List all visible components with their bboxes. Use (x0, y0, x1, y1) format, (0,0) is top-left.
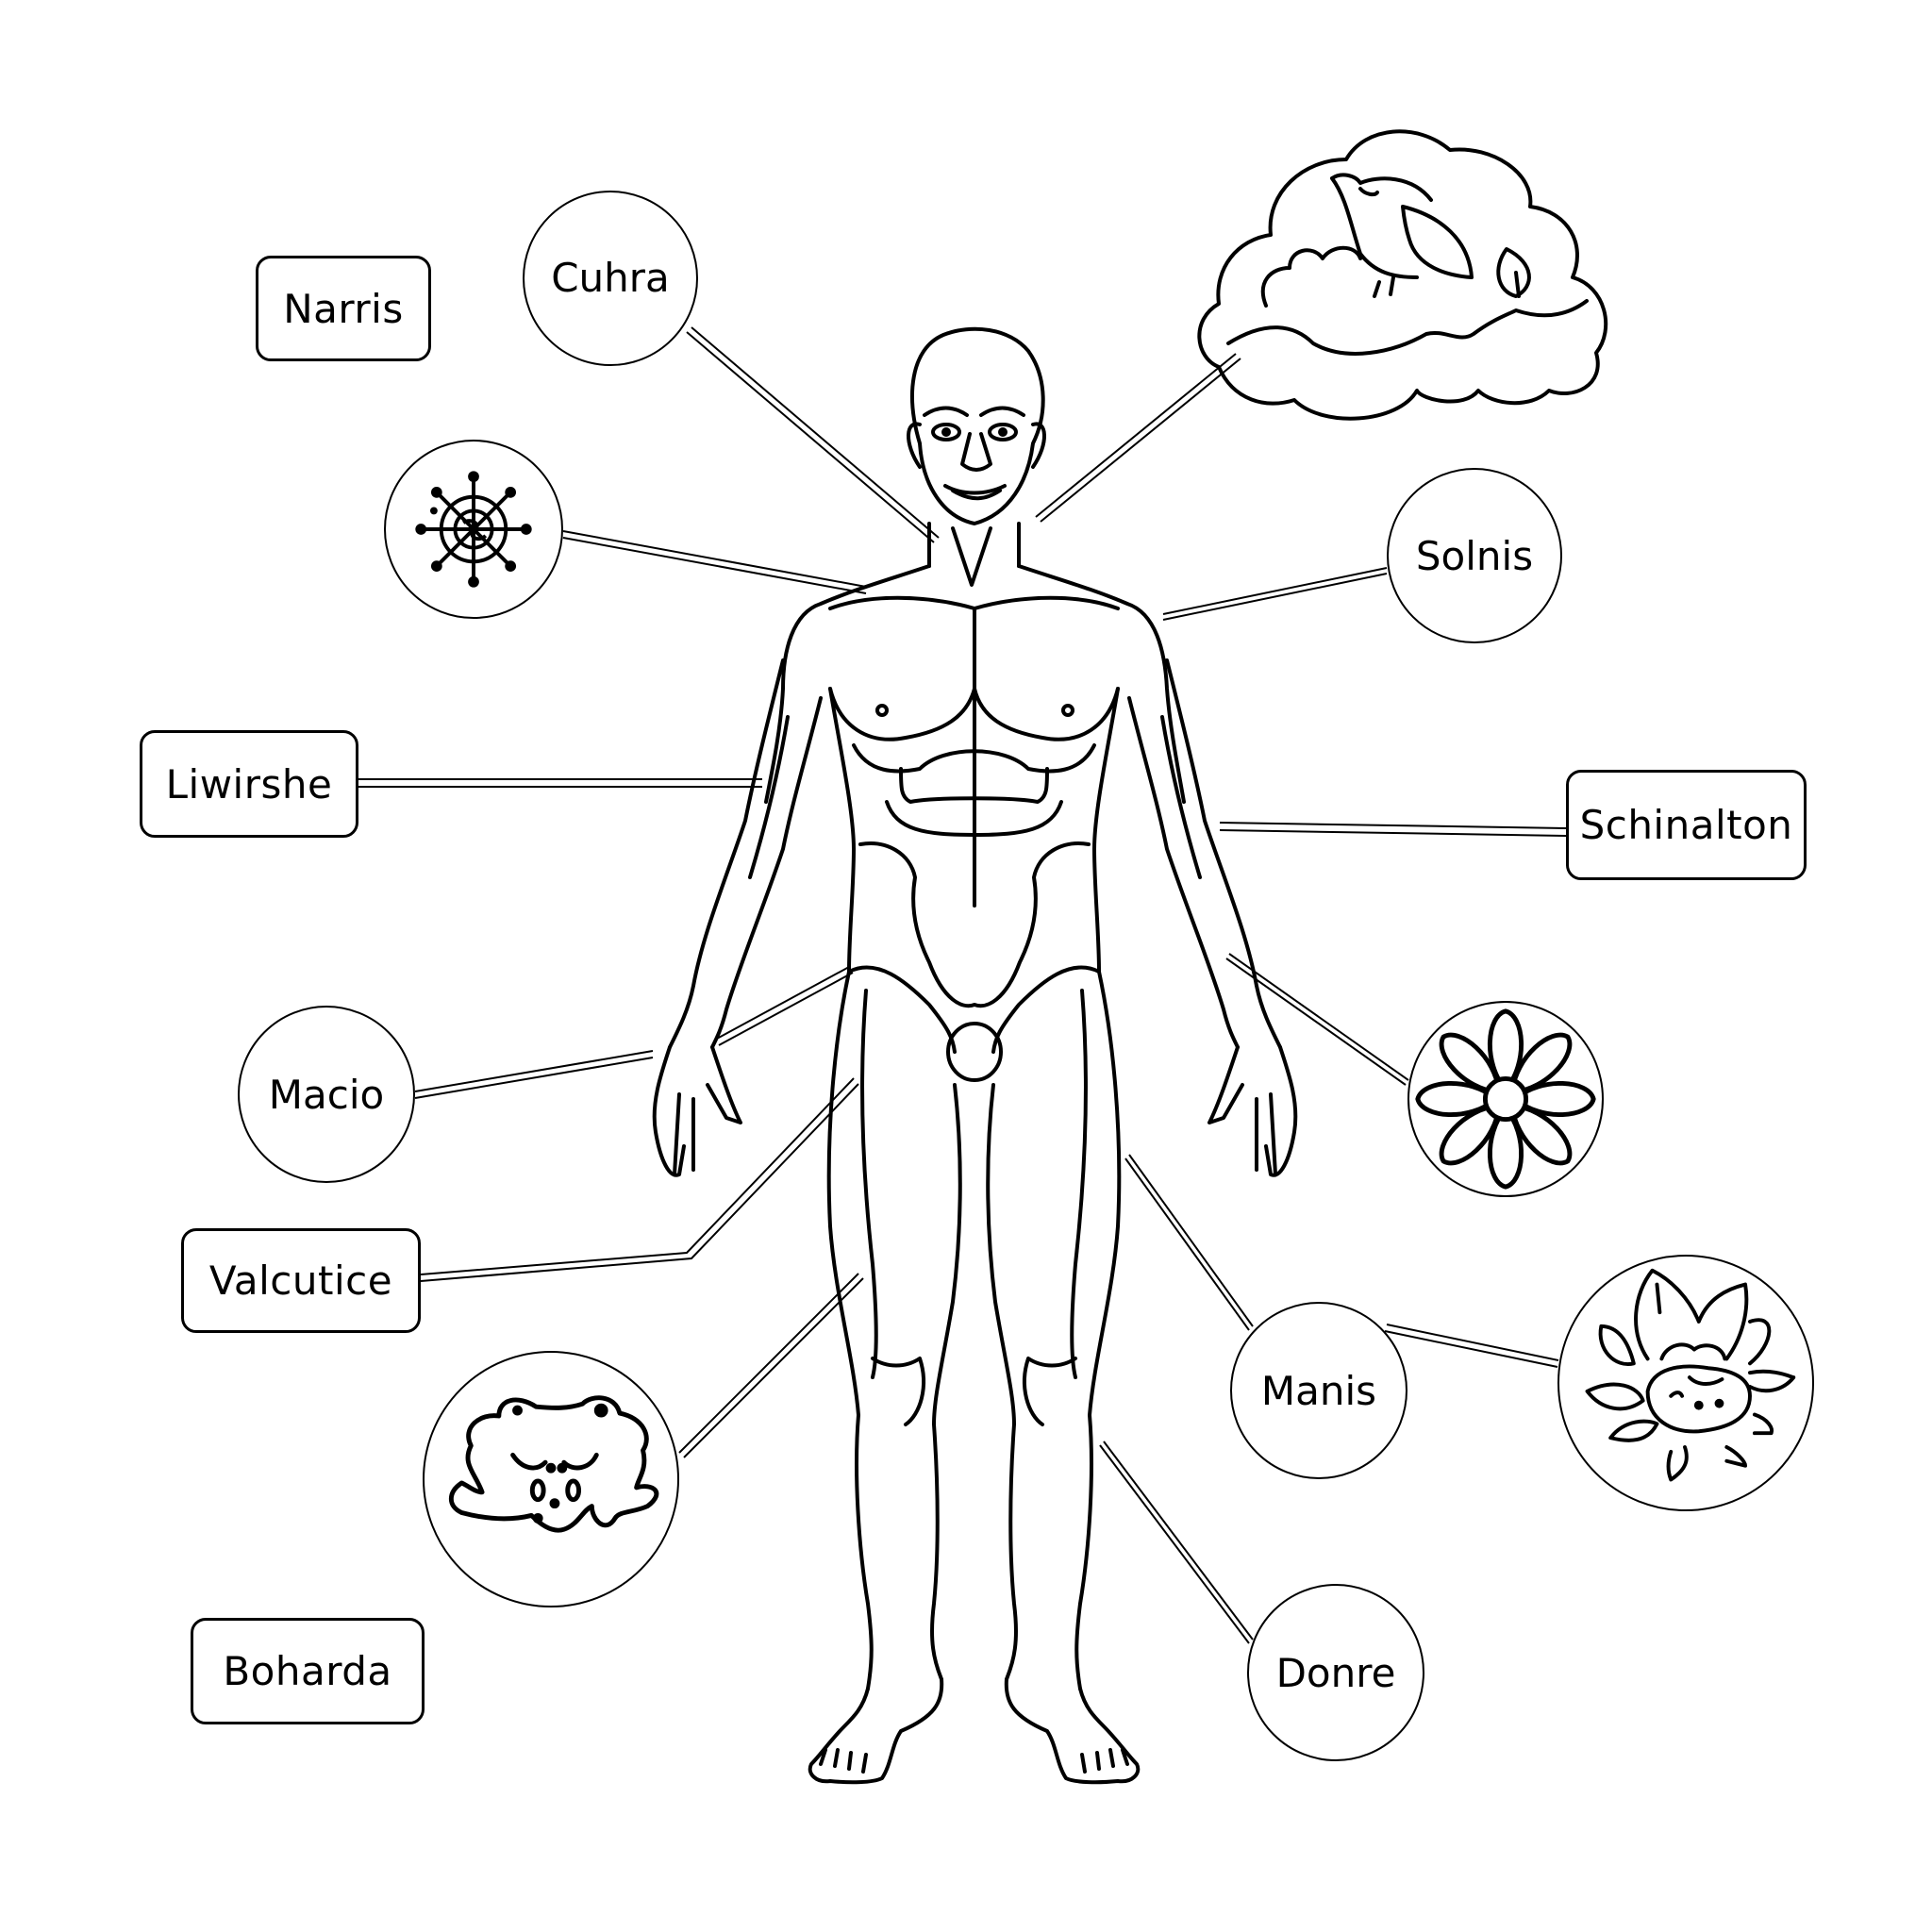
leader-cloud (1035, 353, 1241, 523)
leader-frog (678, 1273, 864, 1458)
leader-schinalton (1219, 822, 1567, 837)
leader-macio-2 (714, 966, 854, 1046)
leader-macio (414, 1050, 654, 1099)
label-boharda: Boharda (191, 1618, 425, 1724)
label-liwirshe: Liwirshe (140, 730, 358, 838)
label-liwirshe-text: Liwirshe (165, 760, 333, 808)
label-manis-text: Manis (1260, 1367, 1377, 1414)
left-foot (808, 1677, 944, 1785)
leader-donre (1099, 1441, 1254, 1644)
label-schinalton-text: Schinalton (1579, 802, 1793, 848)
label-cuhra: Cuhra (523, 191, 698, 366)
leader-solnis (1162, 567, 1388, 621)
compass-wheel-emblem-icon (384, 440, 563, 619)
label-macio-text: Macio (268, 1071, 385, 1118)
label-narris-text: Narris (283, 285, 404, 332)
label-schinalton: Schinalton (1566, 770, 1807, 880)
leader-manis (1124, 1154, 1254, 1331)
label-manis: Manis (1230, 1302, 1407, 1479)
leader-liwirshe (358, 778, 762, 788)
leader-valcutice (420, 1077, 859, 1282)
label-donre: Donre (1247, 1584, 1424, 1761)
leader-lotus (1384, 1324, 1559, 1368)
label-solnis: Solnis (1387, 468, 1562, 643)
label-boharda-text: Boharda (223, 1648, 392, 1694)
label-solnis-text: Solnis (1415, 532, 1534, 579)
leader-cuhra (686, 326, 940, 543)
cloud-with-bird-icon (1191, 117, 1634, 428)
label-macio: Macio (238, 1006, 415, 1183)
human-figure (652, 326, 1298, 1785)
label-cuhra-text: Cuhra (551, 254, 670, 301)
sleeping-frog-blob-icon (423, 1351, 679, 1607)
label-valcutice-text: Valcutice (208, 1257, 393, 1304)
head (910, 326, 1045, 525)
label-narris: Narris (256, 256, 431, 361)
leader-emblem (562, 530, 867, 594)
label-valcutice: Valcutice (181, 1228, 421, 1333)
right-foot (1004, 1677, 1141, 1785)
label-donre-text: Donre (1275, 1649, 1396, 1696)
lotus-creature-icon (1557, 1255, 1814, 1511)
flower-icon (1407, 1001, 1604, 1197)
